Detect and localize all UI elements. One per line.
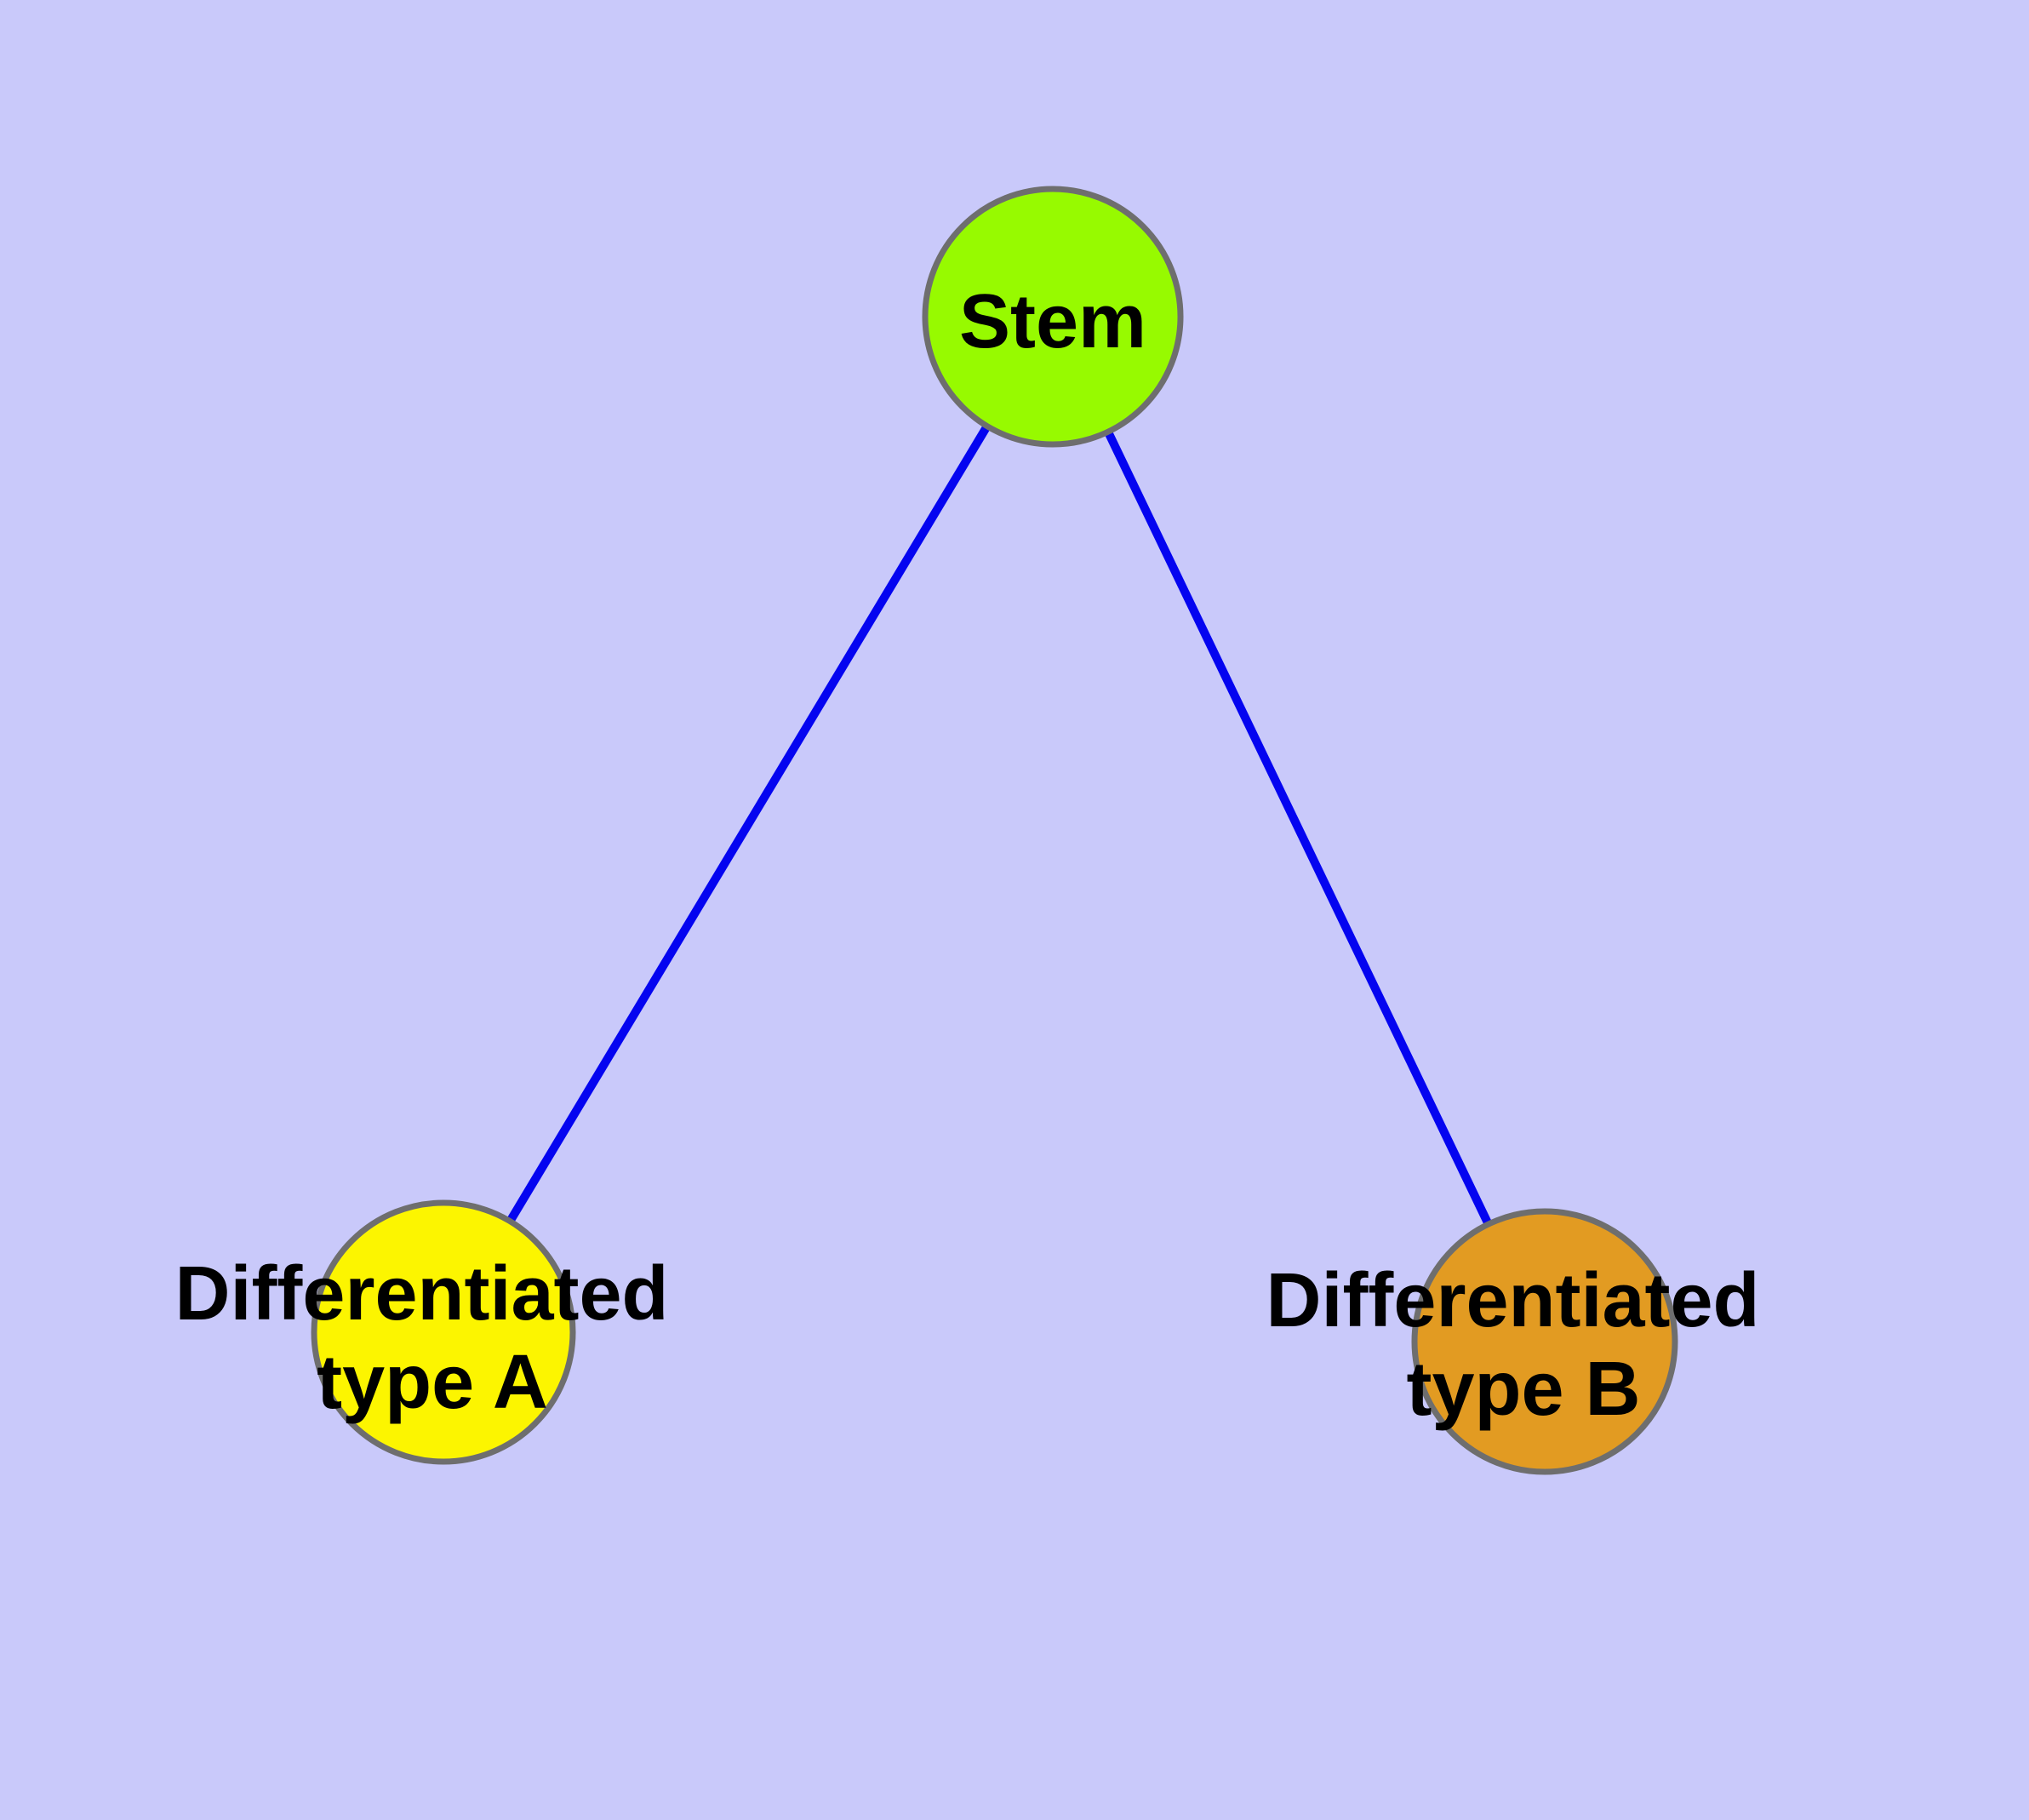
node-stem (922, 186, 1184, 448)
node-label-type-b-line2: type B (1406, 1347, 1640, 1432)
node-label-stem: Stem (959, 279, 1146, 364)
node-label-type-b: Differentiated type B (1266, 1258, 1780, 1432)
node-label-type-b-line1: Differentiated (1266, 1258, 1759, 1343)
node-label-type-a: Differentiated type A (174, 1251, 689, 1425)
node-label-stem-line1: Stem (959, 279, 1146, 364)
node-label-type-a-line2: type A (317, 1340, 548, 1425)
node-type-a (311, 1199, 576, 1465)
edge-stem-to-type-b (1049, 314, 1549, 1344)
node-type-b (1411, 1208, 1678, 1475)
edge-stem-to-type-a (439, 314, 1057, 1335)
node-label-type-a-line1: Differentiated (174, 1251, 668, 1336)
